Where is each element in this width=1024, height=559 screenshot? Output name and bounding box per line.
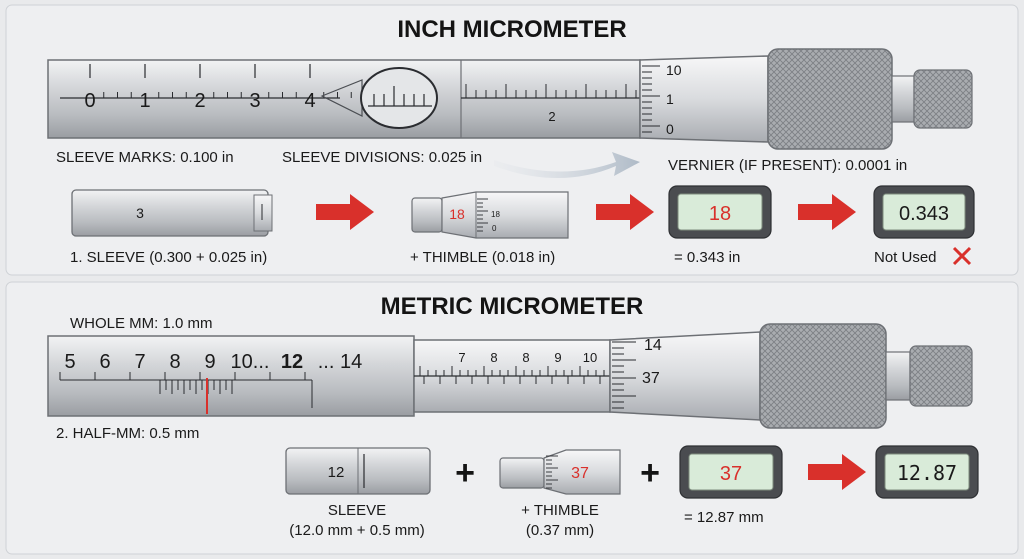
- inch-label-vernier: VERNIER (IF PRESENT): 0.0001 in: [668, 157, 907, 174]
- inch-sleeve-number: 4: [304, 90, 315, 112]
- metric-end-knob: [909, 345, 973, 407]
- metric-label-whole-mm: WHOLE MM: 1.0 mm: [70, 315, 213, 332]
- metric-mid-number: 8: [490, 350, 497, 365]
- metric-sleeve-number: 7: [134, 351, 145, 373]
- arrow-right-icon: [316, 194, 374, 230]
- metric-micrometer: 5 6 7 8 9 10... 12 ... 14 7 8 8 9 10 14 37: [47, 323, 973, 429]
- metric-display-2: 12.87: [875, 445, 979, 499]
- metric-mid-numbers: 7 8 8 9 10: [458, 350, 597, 365]
- metric-step2-label-line2: (0.37 mm): [526, 522, 594, 539]
- metric-step1-value: 12: [328, 464, 345, 481]
- inch-label-sleeve-marks: SLEEVE MARKS: 0.100 in: [56, 149, 234, 166]
- inch-step2-small-bottom: 0: [492, 224, 497, 233]
- arrow-right-icon: [808, 454, 866, 490]
- metric-thimble-14: 14: [644, 337, 662, 354]
- magnifier-icon: [320, 67, 438, 129]
- metric-step1-sleeve: 12: [285, 447, 431, 495]
- metric-sleeve-number: ... 14: [318, 351, 362, 373]
- arrow-right-icon: [596, 194, 654, 230]
- inch-sleeve-numbers: 0 1 2 3 4: [84, 90, 315, 112]
- inch-step1-label: 1. SLEEVE (0.300 + 0.025 in): [70, 249, 267, 266]
- metric-step2-value: 37: [571, 465, 589, 482]
- inch-sleeve-number: 1: [139, 90, 150, 112]
- metric-mid-number: 7: [458, 350, 465, 365]
- arrow-right-icon: [798, 194, 856, 230]
- metric-step2-thimble: 37: [499, 449, 621, 495]
- inch-display1-label: = 0.343 in: [674, 249, 740, 266]
- plus-icon: +: [455, 454, 475, 492]
- metric-sleeve-body: [47, 335, 415, 417]
- curved-arrow-icon: [494, 152, 640, 178]
- metric-mid-number: 9: [554, 350, 561, 365]
- inch-mid-number: 2: [548, 109, 555, 124]
- inch-thimble-0: 0: [666, 121, 674, 137]
- inch-title: INCH MICROMETER: [397, 16, 626, 43]
- inch-sleeve-number: 3: [249, 90, 260, 112]
- inch-display2-value: 0.343: [899, 203, 949, 225]
- metric-display1-label: = 12.87 mm: [684, 509, 764, 526]
- metric-thimble: [609, 331, 761, 421]
- metric-sleeve-number: 5: [64, 351, 75, 373]
- metric-step2-label-line1: + THIMBLE: [521, 502, 599, 519]
- metric-sleeve-number: 12: [281, 351, 303, 373]
- inch-sleeve-number: 0: [84, 90, 95, 112]
- inch-step2-small-top: 18: [491, 210, 500, 219]
- metric-step1-label-line1: SLEEVE: [328, 502, 386, 519]
- plus-icon: +: [640, 454, 660, 492]
- metric-step1-label-line2: (12.0 mm + 0.5 mm): [289, 522, 424, 539]
- metric-display1-value: 37: [720, 463, 742, 485]
- metric-sleeve-numbers: 5 6 7 8 9 10... 12 ... 14: [64, 351, 362, 373]
- inch-micrometer: 0 1 2 3 4 2 10 1 0: [47, 48, 973, 150]
- inch-step2-label: + THIMBLE (0.018 in): [410, 249, 555, 266]
- metric-thimble-37: 37: [642, 370, 660, 387]
- inch-mid-ticks: [465, 84, 637, 98]
- inch-display2-label: Not Used: [874, 249, 937, 266]
- inch-thimble-1: 1: [666, 91, 674, 107]
- metric-sleeve-number: 8: [169, 351, 180, 373]
- inch-sleeve-number: 2: [194, 90, 205, 112]
- metric-mid-number: 8: [522, 350, 529, 365]
- metric-display-1: 37: [679, 445, 783, 499]
- inch-label-sleeve-divisions: SLEEVE DIVISIONS: 0.025 in: [282, 149, 482, 166]
- metric-mid-number: 10: [583, 350, 597, 365]
- inch-display1-value: 18: [709, 203, 731, 225]
- metric-sleeve-number: 9: [204, 351, 215, 373]
- inch-step2-value: 18: [449, 206, 465, 222]
- metric-display2-value: 12.87: [897, 461, 957, 485]
- inch-ratchet-knurl: [767, 48, 893, 150]
- inch-step2-thimble: 18 18 0: [411, 191, 569, 239]
- inch-sleeve-body: [47, 59, 641, 139]
- inch-thimble-10: 10: [666, 62, 682, 78]
- metric-sleeve-number: 6: [99, 351, 110, 373]
- inch-step1-value: 3: [136, 205, 144, 221]
- metric-sleeve-ticks: [59, 372, 306, 394]
- inch-sleeve-ticks: [60, 64, 352, 99]
- inch-step1-sleeve: 3: [71, 189, 273, 237]
- inch-display-1: 18: [668, 185, 772, 239]
- inch-end-knob: [913, 69, 973, 129]
- metric-label-half-mm: 2. HALF-MM: 0.5 mm: [56, 425, 199, 442]
- close-icon: [952, 246, 972, 266]
- inch-display-2: 0.343: [873, 185, 975, 239]
- metric-ratchet-knurl: [759, 323, 887, 429]
- metric-sleeve-number: 10...: [231, 351, 270, 373]
- inch-thimble: [639, 55, 769, 143]
- metric-title: METRIC MICROMETER: [381, 293, 644, 320]
